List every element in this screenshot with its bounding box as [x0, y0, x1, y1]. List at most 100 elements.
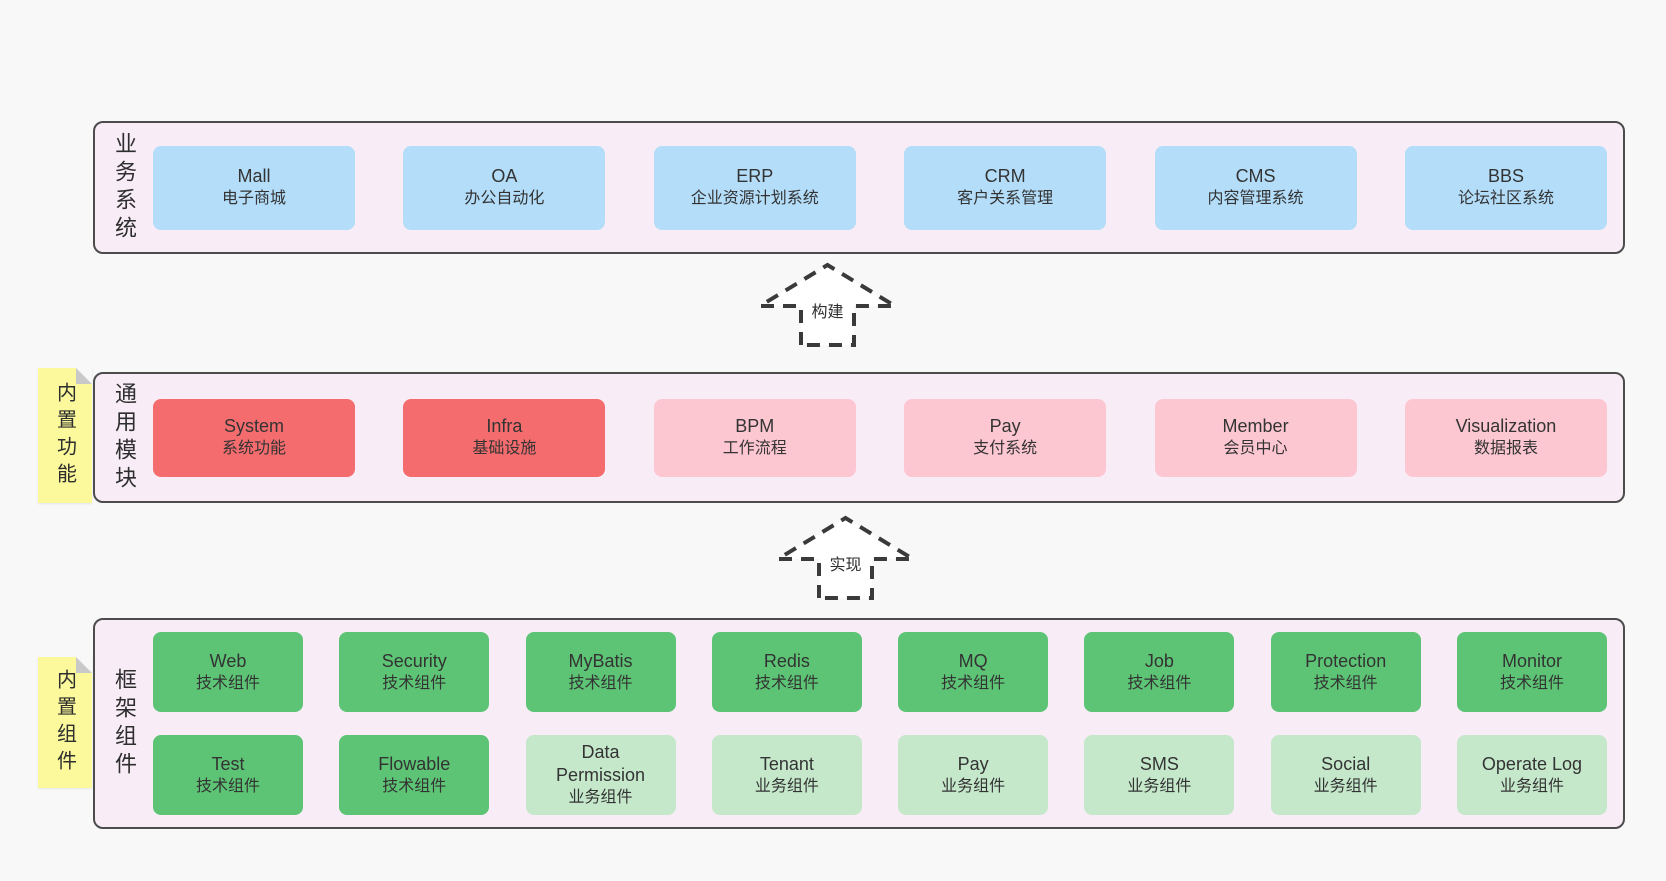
arrow-build: 构建: [755, 260, 900, 348]
box-subtitle: 企业资源计划系统: [690, 190, 819, 207]
box-subtitle: 技术组件: [382, 777, 447, 795]
component-box-social: Social 业务组件: [1270, 735, 1421, 815]
component-box-sms: SMS 业务组件: [1084, 735, 1235, 815]
component-box-infra: Infra 基础设施: [403, 398, 606, 477]
component-box-web: Web 技术组件: [153, 632, 303, 712]
box-title: Tenant: [759, 753, 814, 774]
band-body: Mall 电子商城 OA 办公自动化 ERP 企业资源计划系统 CRM 客户关系管理 CMS 内容…: [153, 123, 1623, 252]
box-title: Operate Log: [1481, 753, 1582, 774]
box-title: ERP: [736, 166, 774, 186]
box-title: Visualization: [1455, 416, 1557, 436]
box-title: Data Permission: [556, 742, 646, 785]
arrow-implement: 实现: [773, 513, 918, 601]
component-box-system: System 系统功能: [153, 398, 355, 477]
component-box-mybatis: MyBatis 技术组件: [525, 632, 676, 712]
sticky-note-label: 内置功能: [53, 381, 76, 490]
component-box-flowable: Flowable 技术组件: [339, 735, 490, 815]
box-subtitle: 技术组件: [941, 674, 1006, 692]
box-title: CMS: [1235, 166, 1276, 186]
component-box-visualization: Visualization 数据报表: [1404, 398, 1607, 477]
component-box-monitor: Monitor 技术组件: [1456, 632, 1607, 712]
box-subtitle: 业务组件: [941, 777, 1006, 795]
box-subtitle: 技术组件: [1499, 674, 1564, 692]
sticky-note-builtin-features: 内置功能: [38, 368, 92, 503]
component-box-data: Data Permission 业务组件: [525, 735, 676, 815]
box-title: BPM: [735, 416, 775, 436]
box-subtitle: 技术组件: [568, 674, 633, 692]
box-title: Protection: [1305, 650, 1387, 671]
component-box-protection: Protection 技术组件: [1270, 632, 1421, 712]
box-subtitle: 技术组件: [382, 674, 447, 692]
component-box-mall: Mall 电子商城: [153, 145, 355, 230]
box-subtitle: 工作流程: [722, 440, 787, 457]
box-subtitle: 业务组件: [1313, 777, 1378, 795]
box-row: System 系统功能 Infra 基础设施 BPM 工作流程 Pay 支付系统 Member 会…: [153, 398, 1607, 477]
box-subtitle: 数据报表: [1473, 440, 1538, 457]
box-title: Infra: [486, 416, 523, 436]
component-box-operate-log: Operate Log 业务组件: [1456, 735, 1607, 815]
box-subtitle: 技术组件: [1313, 674, 1378, 692]
arrow-label: 实现: [826, 549, 865, 577]
component-box-security: Security 技术组件: [339, 632, 490, 712]
box-title: Redis: [763, 650, 810, 671]
box-subtitle: 基础设施: [472, 440, 537, 457]
box-title: Pay: [957, 753, 989, 774]
box-subtitle: 论坛社区系统: [1457, 190, 1554, 207]
box-title: Security: [381, 650, 447, 671]
box-title: Member: [1222, 416, 1289, 436]
box-title: BBS: [1487, 166, 1524, 186]
box-title: SMS: [1139, 753, 1179, 774]
component-box-cms: CMS 内容管理系统: [1154, 145, 1357, 230]
box-title: CRM: [984, 166, 1026, 186]
box-title: Job: [1144, 650, 1174, 671]
box-subtitle: 电子商城: [221, 190, 286, 207]
box-subtitle: 内容管理系统: [1207, 190, 1304, 207]
component-box-redis: Redis 技术组件: [711, 632, 862, 712]
box-title: Flowable: [378, 753, 451, 774]
box-title: Social: [1321, 753, 1371, 774]
component-box-job: Job 技术组件: [1084, 632, 1235, 712]
box-subtitle: 会员中心: [1223, 440, 1288, 457]
box-title: Pay: [989, 416, 1021, 436]
box-subtitle: 办公自动化: [464, 190, 545, 207]
component-box-pay: Pay 支付系统: [904, 398, 1107, 477]
component-box-mq: MQ 技术组件: [898, 632, 1049, 712]
box-subtitle: 技术组件: [195, 777, 260, 795]
box-subtitle: 系统功能: [221, 440, 286, 457]
box-subtitle: 技术组件: [195, 674, 260, 692]
box-subtitle: 业务组件: [1499, 777, 1564, 795]
component-box-erp: ERP 企业资源计划系统: [653, 145, 856, 230]
box-title: MyBatis: [568, 650, 633, 671]
box-title: OA: [491, 166, 518, 186]
band-label: 业务系统: [112, 131, 137, 244]
component-box-test: Test 技术组件: [153, 735, 303, 815]
box-subtitle: 技术组件: [1127, 674, 1192, 692]
box-title: MQ: [958, 650, 988, 671]
sticky-note-builtin-components: 内置组件: [38, 657, 92, 788]
box-subtitle: 客户关系管理: [957, 190, 1054, 207]
box-title: Test: [211, 753, 245, 774]
box-title: Web: [209, 650, 247, 671]
band-label: 通用模块: [112, 381, 137, 494]
box-subtitle: 业务组件: [754, 777, 819, 795]
component-box-member: Member 会员中心: [1154, 398, 1357, 477]
component-box-oa: OA 办公自动化: [403, 145, 606, 230]
box-title: Mall: [237, 166, 271, 186]
component-box-tenant: Tenant 业务组件: [711, 735, 862, 815]
band-label: 框架组件: [112, 667, 137, 780]
box-subtitle: 技术组件: [754, 674, 819, 692]
component-box-pay: Pay 业务组件: [898, 735, 1049, 815]
component-box-crm: CRM 客户关系管理: [904, 145, 1107, 230]
box-subtitle: 支付系统: [973, 440, 1038, 457]
sticky-note-label: 内置组件: [53, 668, 76, 777]
box-title: Monitor: [1501, 650, 1562, 671]
box-title: System: [223, 416, 284, 436]
box-row: Mall 电子商城 OA 办公自动化 ERP 企业资源计划系统 CRM 客户关系管理 CMS 内容…: [153, 145, 1607, 230]
box-subtitle: 业务组件: [568, 789, 633, 806]
box-subtitle: 业务组件: [1127, 777, 1192, 795]
